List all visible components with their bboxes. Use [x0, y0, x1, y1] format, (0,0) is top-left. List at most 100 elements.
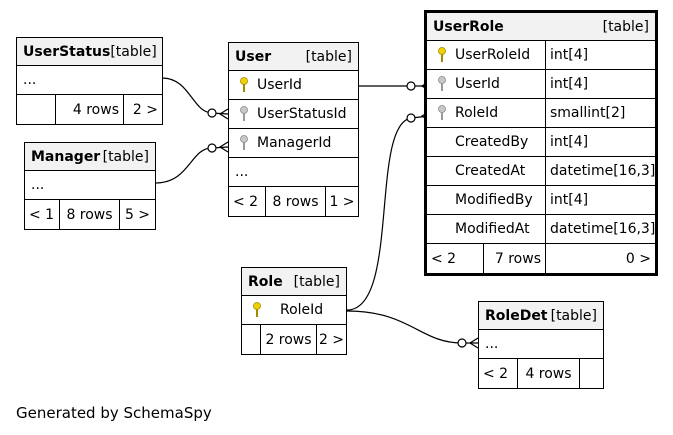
- primary-key-icon: [248, 302, 266, 318]
- foreign-key-icon: [433, 105, 451, 121]
- relation-role-userrole: [346, 115, 431, 311]
- column-row[interactable]: UserRoleId int[4]: [427, 41, 655, 70]
- row-count: 7 rows: [483, 244, 545, 273]
- row-count: 8 rows: [59, 200, 119, 229]
- column-row[interactable]: RoleId: [242, 296, 346, 325]
- parents-count[interactable]: < 2: [483, 365, 509, 382]
- column-name: ManagerId: [257, 135, 332, 151]
- children-count[interactable]: 5 >: [119, 200, 155, 229]
- relation-end-circle: [406, 81, 416, 91]
- table-user[interactable]: User [table] UserId UserStatusId Manager…: [228, 42, 359, 217]
- row-count: 8 rows: [265, 187, 325, 216]
- more-columns-row: ...: [17, 66, 162, 95]
- column-type: int[4]: [545, 186, 588, 214]
- table-manager[interactable]: Manager [table] ... < 1 8 rows 5 >: [24, 142, 156, 230]
- parents-count: [242, 325, 260, 354]
- table-header: Role [table]: [242, 268, 346, 296]
- more-columns-row: ...: [25, 171, 155, 200]
- parents-count[interactable]: < 1: [29, 206, 55, 223]
- table-type: [table]: [102, 148, 149, 165]
- column-row[interactable]: CreatedBy int[4]: [427, 128, 655, 157]
- foreign-key-icon: [235, 135, 253, 151]
- relation-userstatus-user: [161, 77, 229, 115]
- table-footer: < 2 7 rows 0 >: [427, 244, 655, 273]
- relation-role-roledet: [346, 310, 478, 344]
- column-type: int[4]: [545, 128, 588, 156]
- relation-end-circle: [207, 143, 217, 153]
- column-name: ModifiedBy: [455, 192, 533, 208]
- more-columns-row: ...: [479, 330, 603, 359]
- children-count[interactable]: 0 >: [545, 244, 655, 273]
- table-footer: 2 rows 2 >: [242, 325, 346, 354]
- table-role[interactable]: Role [table] RoleId 2 rows 2 >: [241, 267, 347, 355]
- primary-key-icon: [433, 47, 451, 63]
- column-name: UserRoleId: [455, 47, 531, 63]
- table-type: [table]: [305, 48, 352, 65]
- column-row[interactable]: UserStatusId: [229, 100, 358, 129]
- row-count: 4 rows: [517, 359, 579, 388]
- row-count: 4 rows: [55, 95, 123, 124]
- ellipsis: ...: [485, 336, 499, 352]
- ellipsis: ...: [31, 177, 45, 193]
- column-row[interactable]: CreatedAt datetime[16,3]: [427, 157, 655, 186]
- children-count[interactable]: 2 >: [123, 95, 162, 124]
- table-name: Role: [248, 273, 283, 290]
- table-userstatus[interactable]: UserStatus [table] ... 4 rows 2 >: [16, 37, 163, 125]
- table-userrole[interactable]: UserRole [table] UserRoleId int[4] UserI…: [424, 10, 658, 276]
- column-name: CreatedBy: [455, 134, 529, 150]
- column-name: UserId: [257, 77, 302, 93]
- more-columns-row: ...: [229, 158, 358, 187]
- table-name: UserStatus: [23, 43, 111, 60]
- column-row[interactable]: ManagerId: [229, 129, 358, 158]
- table-footer: 4 rows 2 >: [17, 95, 162, 124]
- foreign-key-icon: [235, 106, 253, 122]
- column-name: CreatedAt: [455, 163, 526, 179]
- table-type: [table]: [602, 18, 649, 35]
- column-name: ModifiedAt: [455, 221, 530, 237]
- ellipsis: ...: [235, 164, 249, 180]
- children-count[interactable]: 2 >: [316, 325, 346, 354]
- children-count[interactable]: 1 >: [325, 187, 358, 216]
- table-name: Manager: [31, 148, 101, 165]
- children-count: [579, 359, 603, 388]
- table-header: User [table]: [229, 43, 358, 71]
- column-row[interactable]: RoleId smallint[2]: [427, 99, 655, 128]
- column-row[interactable]: UserId: [229, 71, 358, 100]
- relation-crowfoot: [218, 141, 229, 153]
- ellipsis: ...: [23, 72, 37, 88]
- table-name: UserRole: [433, 18, 504, 35]
- column-type: datetime[16,3]: [545, 215, 655, 243]
- relation-end-circle: [207, 108, 217, 118]
- relation-crowfoot: [218, 108, 229, 120]
- table-header: RoleDet [table]: [479, 302, 603, 330]
- column-type: smallint[2]: [545, 99, 625, 127]
- table-name: RoleDet: [485, 307, 548, 324]
- relation-manager-user: [154, 146, 229, 184]
- table-footer: < 2 8 rows 1 >: [229, 187, 358, 216]
- generated-by-caption: Generated by SchemaSpy: [16, 404, 212, 422]
- column-row[interactable]: ModifiedAt datetime[16,3]: [427, 215, 655, 244]
- table-name: User: [235, 48, 272, 65]
- parents-count[interactable]: < 2: [431, 250, 457, 267]
- column-type: datetime[16,3]: [545, 157, 655, 185]
- table-footer: < 1 8 rows 5 >: [25, 200, 155, 229]
- table-type: [table]: [550, 307, 597, 324]
- relation-crowfoot: [468, 337, 479, 349]
- parents-count[interactable]: < 2: [233, 193, 259, 210]
- column-name: RoleId: [455, 105, 499, 121]
- primary-key-icon: [235, 77, 253, 93]
- relation-end-circle: [406, 113, 416, 123]
- column-name: UserStatusId: [257, 106, 347, 122]
- column-row[interactable]: UserId int[4]: [427, 70, 655, 99]
- table-roledet[interactable]: RoleDet [table] ... < 2 4 rows: [478, 301, 604, 389]
- row-count: 2 rows: [260, 325, 316, 354]
- parents-count: [17, 95, 55, 124]
- column-type: int[4]: [545, 41, 588, 69]
- table-header: UserRole [table]: [427, 13, 655, 41]
- column-row[interactable]: ModifiedBy int[4]: [427, 186, 655, 215]
- table-type: [table]: [110, 43, 157, 60]
- relation-end-circle: [457, 338, 467, 348]
- column-type: int[4]: [545, 70, 588, 98]
- table-footer: < 2 4 rows: [479, 359, 603, 388]
- foreign-key-icon: [433, 76, 451, 92]
